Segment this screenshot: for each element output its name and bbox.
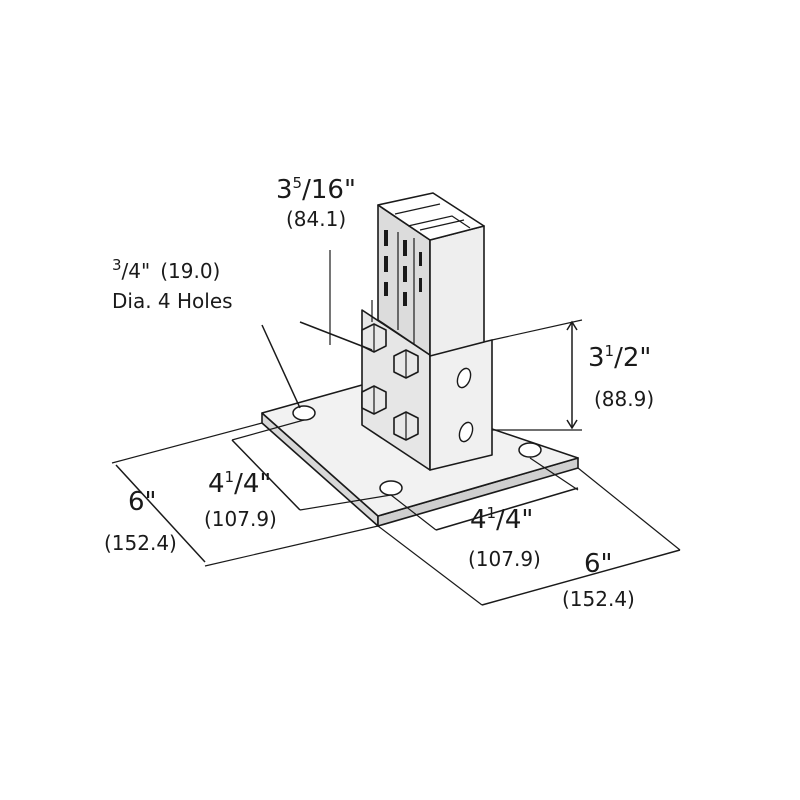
bracket-slot-upper (456, 367, 472, 389)
svg-text:6": 6" (128, 487, 157, 517)
svg-text:(152.4): (152.4) (104, 531, 177, 555)
bolt-2 (393, 349, 419, 379)
bolt-3 (361, 385, 387, 415)
svg-text:(107.9): (107.9) (204, 507, 277, 531)
plate-depth-dim (115, 464, 206, 563)
channel-front-face (429, 225, 485, 357)
plate-hole-front (379, 480, 403, 496)
bolt-4 (393, 411, 419, 441)
label-height: 31/2" (88.9) (588, 342, 654, 411)
svg-text:35/16": 35/16" (276, 174, 356, 205)
svg-text:(152.4): (152.4) (562, 587, 635, 611)
plate-hole-left (292, 405, 316, 421)
svg-text:41/4": 41/4" (208, 468, 271, 499)
svg-text:3/4"(19.0): 3/4"(19.0) (112, 256, 220, 283)
label-plate-depth: 6" (152.4) (104, 487, 177, 555)
svg-text:6": 6" (584, 549, 613, 579)
channel-slots (384, 230, 422, 306)
svg-text:31/2": 31/2" (588, 342, 651, 373)
bolt-group (361, 323, 419, 441)
bracket-front (429, 339, 493, 471)
hole-spacing-width-dim (435, 487, 579, 531)
hole-leader (261, 324, 301, 409)
bracket-slot-lower (458, 421, 474, 443)
label-hole-spacing-width: 41/4" (107.9) (468, 504, 541, 571)
label-holes: 3/4"(19.0) Dia. 4 Holes (112, 256, 233, 313)
hole-spacing-depth-dim (231, 439, 301, 511)
svg-text:Dia. 4 Holes: Dia. 4 Holes (112, 289, 233, 313)
svg-text:(84.1): (84.1) (286, 207, 346, 231)
channel-post (361, 192, 493, 471)
label-hole-spacing-depth: 41/4" (107.9) (204, 468, 277, 531)
channel-width-dim (299, 321, 373, 351)
channel-top (377, 192, 485, 241)
svg-text:41/4": 41/4" (470, 504, 533, 535)
channel-lip-2 (407, 215, 471, 229)
channel-lip-5 (419, 219, 465, 231)
plate-width-dim (481, 549, 681, 606)
channel-lip-4 (394, 203, 441, 215)
svg-text:(107.9): (107.9) (468, 547, 541, 571)
label-channel-width: 35/16" (84.1) (276, 174, 356, 231)
label-plate-width: 6" (152.4) (562, 549, 635, 611)
dimension-lines (111, 250, 681, 606)
svg-text:(88.9): (88.9) (594, 387, 654, 411)
plate-hole-right (518, 442, 542, 458)
